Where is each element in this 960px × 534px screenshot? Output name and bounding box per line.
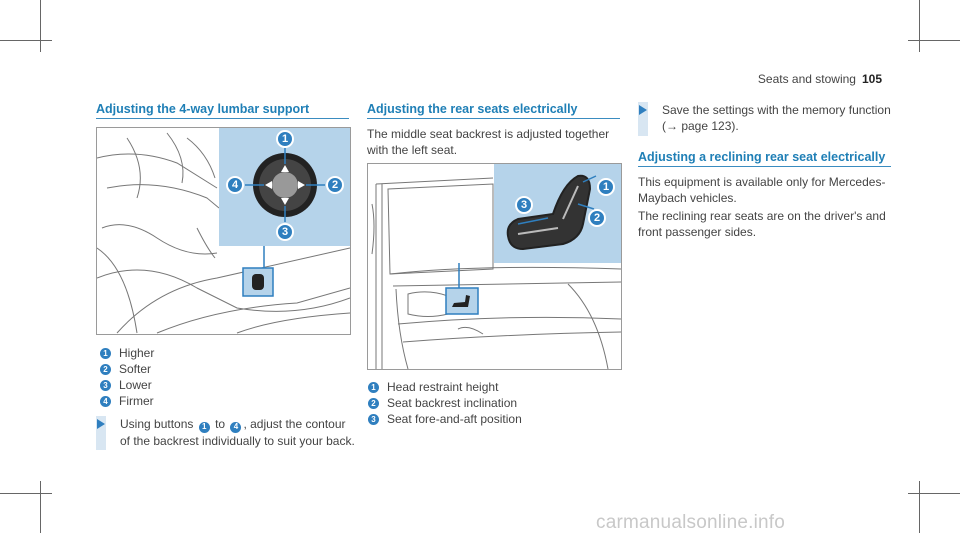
crop-mark bbox=[908, 40, 960, 41]
callout-4: 4 bbox=[226, 176, 244, 194]
reclining-para-2: The reclining rear seats are on the driv… bbox=[638, 209, 886, 239]
lumbar-figure: 1 2 3 4 bbox=[96, 127, 351, 335]
section-title: Seats and stowing bbox=[757, 72, 856, 86]
page-number: 105 bbox=[861, 72, 882, 86]
step-arrow-icon bbox=[97, 419, 105, 429]
crop-mark bbox=[908, 493, 960, 494]
instruction-step: Save the settings with the memory functi… bbox=[638, 102, 898, 136]
rear-seats-figure: 1 2 3 bbox=[367, 163, 622, 370]
step-arrow-icon bbox=[639, 105, 647, 115]
crop-mark bbox=[919, 481, 920, 533]
rear-seats-title-rule bbox=[367, 118, 620, 119]
crop-mark bbox=[40, 481, 41, 533]
crop-mark bbox=[0, 40, 52, 41]
reclining-seat-title-rule bbox=[638, 166, 891, 167]
reclining-seat-title: Adjusting a reclining rear seat electric… bbox=[638, 150, 886, 164]
callout-3: 3 bbox=[276, 223, 294, 241]
rear-seats-intro: The middle seat backrest is adjusted tog… bbox=[367, 127, 610, 157]
callout-2: 2 bbox=[588, 209, 606, 227]
watermark: carmanualsonline.info bbox=[596, 512, 786, 533]
page-header: Seats and stowing 105 bbox=[758, 72, 882, 86]
callout-1: 1 bbox=[597, 178, 615, 196]
crop-mark bbox=[919, 0, 920, 52]
crop-mark bbox=[0, 493, 52, 494]
lumbar-title-rule bbox=[96, 118, 349, 119]
instruction-step: Using buttons 1 to 4, adjust the contour… bbox=[96, 416, 356, 450]
crop-mark bbox=[40, 0, 41, 52]
callout-1: 1 bbox=[276, 130, 294, 148]
reclining-para-1: This equipment is available only for Mer… bbox=[638, 175, 886, 205]
callout-2: 2 bbox=[326, 176, 344, 194]
lumbar-title: Adjusting the 4-way lumbar support bbox=[96, 102, 310, 116]
callout-3: 3 bbox=[515, 196, 533, 214]
rear-seats-title: Adjusting the rear seats electrically bbox=[367, 102, 578, 116]
